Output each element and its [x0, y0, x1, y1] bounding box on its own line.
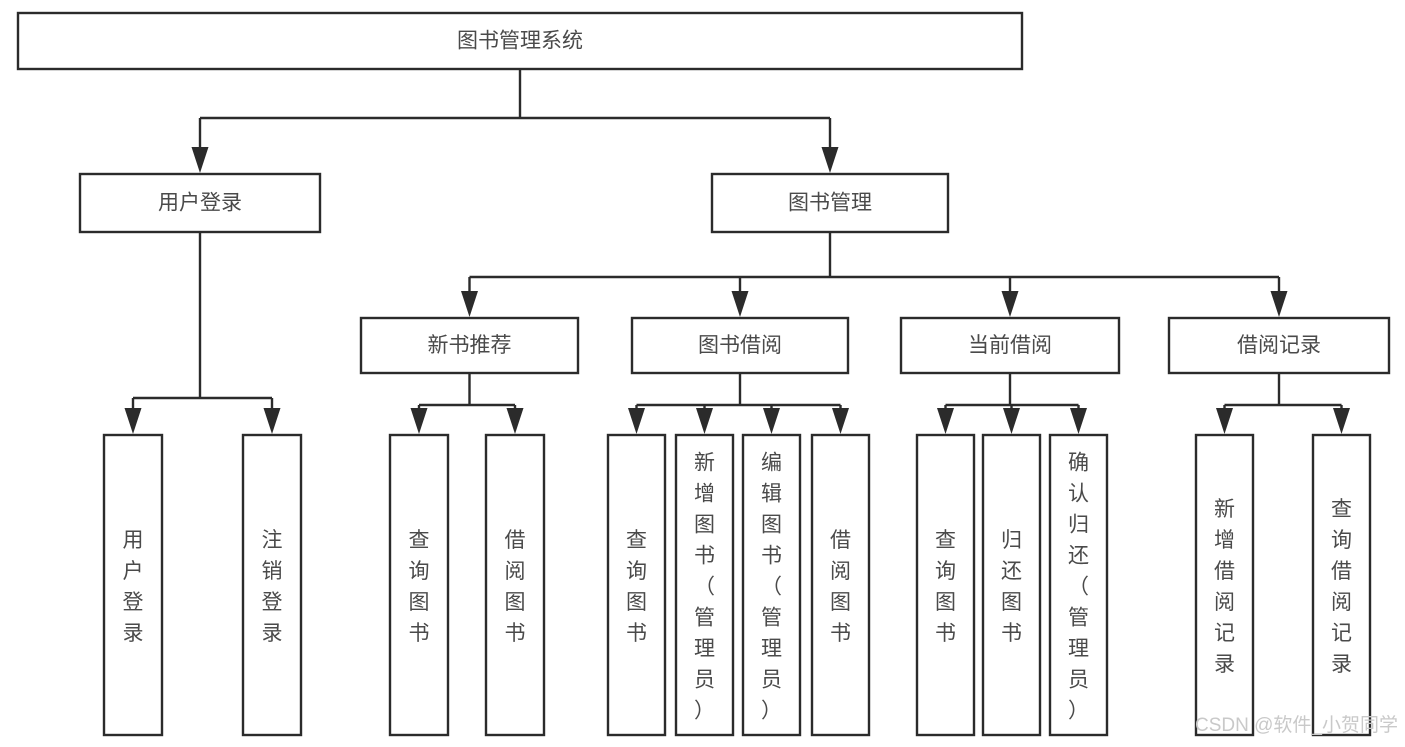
- node-label: 编辑图书（管理员）: [761, 452, 782, 723]
- arrow-head-icon: [506, 408, 524, 434]
- node-label: 查询图书: [935, 529, 956, 645]
- node-layer: 图书管理系统用户登录图书管理新书推荐图书借阅当前借阅借阅记录用户登录注销登录查询…: [16, 11, 1391, 737]
- arrow-head-icon: [461, 291, 478, 317]
- node-label: 新增图书（管理员）: [694, 452, 715, 723]
- node-borrow-record[interactable]: 借阅记录: [1167, 316, 1391, 375]
- node-root[interactable]: 图书管理系统: [16, 11, 1024, 71]
- arrow-head-icon: [191, 147, 209, 173]
- arrow-head-icon: [832, 408, 849, 434]
- node-leaf-edit-book[interactable]: 编辑图书（管理员）: [741, 433, 802, 737]
- node-box[interactable]: [981, 433, 1042, 737]
- node-leaf-query-book-3[interactable]: 查询图书: [915, 433, 976, 737]
- node-box[interactable]: [1194, 433, 1255, 737]
- arrow-head-icon: [1216, 408, 1233, 434]
- node-leaf-user-login[interactable]: 用户登录: [102, 433, 164, 737]
- node-new-book-rec[interactable]: 新书推荐: [359, 316, 580, 375]
- arrow-head-icon: [1333, 408, 1350, 434]
- node-label: 查询图书: [626, 529, 647, 645]
- node-box[interactable]: [78, 172, 322, 234]
- node-box[interactable]: [606, 433, 667, 737]
- node-label: 用户登录: [158, 192, 242, 215]
- node-label: 用户登录: [123, 529, 144, 645]
- node-user-login[interactable]: 用户登录: [78, 172, 322, 234]
- node-label: 借阅记录: [1237, 334, 1321, 357]
- arrow-head-icon: [696, 408, 713, 434]
- node-box[interactable]: [674, 433, 735, 737]
- node-label: 当前借阅: [968, 334, 1052, 357]
- node-leaf-user-logout[interactable]: 注销登录: [241, 433, 303, 737]
- node-current-borrow[interactable]: 当前借阅: [899, 316, 1121, 375]
- node-leaf-borrow-book-1[interactable]: 借阅图书: [484, 433, 546, 737]
- node-box[interactable]: [388, 433, 450, 737]
- node-leaf-return-book[interactable]: 归还图书: [981, 433, 1042, 737]
- node-box[interactable]: [810, 433, 871, 737]
- node-box[interactable]: [102, 433, 164, 737]
- node-box[interactable]: [915, 433, 976, 737]
- node-leaf-add-record[interactable]: 新增借阅记录: [1194, 433, 1255, 737]
- node-leaf-add-book[interactable]: 新增图书（管理员）: [674, 433, 735, 737]
- node-box[interactable]: [1048, 433, 1109, 737]
- node-label: 查询借阅记录: [1331, 498, 1352, 676]
- node-leaf-borrow-book-2[interactable]: 借阅图书: [810, 433, 871, 737]
- node-label: 新书推荐: [428, 334, 512, 357]
- arrow-head-icon: [410, 408, 428, 434]
- arrow-head-icon: [1001, 291, 1019, 317]
- node-box[interactable]: [1311, 433, 1372, 737]
- arrow-head-icon: [731, 291, 749, 317]
- node-leaf-confirm-return[interactable]: 确认归还（管理员）: [1048, 433, 1109, 737]
- node-box[interactable]: [241, 433, 303, 737]
- node-label: 归还图书: [1001, 529, 1022, 645]
- node-book-borrow[interactable]: 图书借阅: [630, 316, 850, 375]
- node-box[interactable]: [484, 433, 546, 737]
- arrow-head-icon: [763, 408, 780, 434]
- node-box[interactable]: [741, 433, 802, 737]
- arrow-head-icon: [1003, 408, 1020, 434]
- node-label: 图书管理: [788, 192, 872, 215]
- arrow-head-icon: [628, 408, 645, 434]
- node-leaf-query-book-1[interactable]: 查询图书: [388, 433, 450, 737]
- arrow-head-icon: [1270, 291, 1288, 317]
- arrow-head-icon: [1070, 408, 1087, 434]
- node-label: 借阅图书: [505, 529, 526, 645]
- node-label: 借阅图书: [830, 529, 851, 645]
- arrow-head-icon: [937, 408, 954, 434]
- node-box[interactable]: [899, 316, 1121, 375]
- node-leaf-query-book-2[interactable]: 查询图书: [606, 433, 667, 737]
- node-box[interactable]: [1167, 316, 1391, 375]
- node-label: 新增借阅记录: [1214, 498, 1235, 676]
- arrow-head-icon: [263, 408, 281, 434]
- node-label: 查询图书: [409, 529, 430, 645]
- node-label: 图书借阅: [698, 334, 782, 357]
- node-label: 注销登录: [262, 529, 283, 645]
- node-book-manage[interactable]: 图书管理: [710, 172, 950, 234]
- arrow-head-icon: [821, 147, 839, 173]
- node-leaf-query-record[interactable]: 查询借阅记录: [1311, 433, 1372, 737]
- csdn-watermark: CSDN @软件_小贺同学: [1195, 714, 1398, 736]
- arrow-head-icon: [124, 408, 142, 434]
- node-label: 确认归还（管理员）: [1068, 452, 1089, 723]
- node-box[interactable]: [710, 172, 950, 234]
- node-box[interactable]: [359, 316, 580, 375]
- connector-layer: [124, 69, 1350, 434]
- node-box[interactable]: [630, 316, 850, 375]
- node-label: 图书管理系统: [457, 30, 583, 53]
- node-box[interactable]: [16, 11, 1024, 71]
